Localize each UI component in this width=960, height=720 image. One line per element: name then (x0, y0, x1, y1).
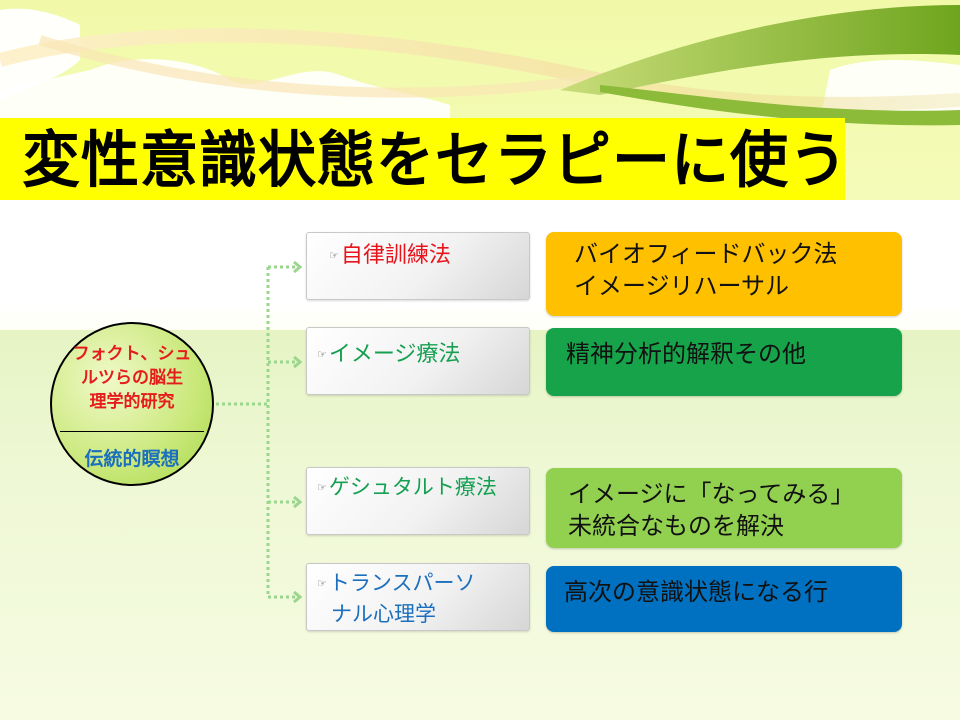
method-box-gestalt-therapy: ☞ゲシュタルト療法 (306, 467, 530, 535)
decorative-swoosh (0, 5, 960, 126)
description-line: 未統合なものを解決 (568, 512, 784, 540)
source-research-text: フォクト、シュ ルツらの脳生 理学的研究 (52, 342, 212, 414)
source-line-3: 理学的研究 (89, 392, 175, 412)
pointing-hand-icon: ☞ (317, 481, 327, 494)
description-box-higher-consciousness: 高次の意識状態になる行 (546, 566, 902, 632)
pointing-hand-icon: ☞ (317, 577, 327, 590)
description-line: バイオフィードバック法 (574, 240, 838, 268)
description-line: イメージリハーサル (574, 272, 790, 300)
method-box-transpersonal-psychology: ☞トランスパーソ ナル心理学 (306, 563, 530, 631)
source-circle: フォクト、シュ ルツらの脳生 理学的研究 伝統的瞑想 (50, 322, 214, 486)
circle-divider (60, 431, 204, 432)
method-label-line-1: トランスパーソ (328, 571, 476, 595)
pointing-hand-icon: ☞ (329, 249, 339, 262)
source-line-1: フォクト、シュ (72, 344, 192, 364)
method-label: 自律訓練法 (340, 243, 451, 268)
method-box-image-therapy: ☞イメージ療法 (306, 327, 530, 395)
slide-title: 変性意識状態をセラピーに使う (22, 124, 849, 196)
description-box-become-image: イメージに「なってみる」 未統合なものを解決 (546, 468, 902, 548)
method-label: ゲシュタルト療法 (328, 475, 497, 499)
description-line: イメージに「なってみる」 (568, 480, 855, 508)
method-box-autogenic-training: ☞自律訓練法 (306, 232, 530, 300)
description-line: 精神分析的解釈その他 (566, 340, 806, 368)
description-box-biofeedback: バイオフィードバック法 イメージリハーサル (546, 232, 902, 316)
source-meditation-text: 伝統的瞑想 (84, 448, 180, 470)
title-banner (0, 118, 845, 200)
description-line: 高次の意識状態になる行 (564, 578, 828, 606)
pointing-hand-icon: ☞ (317, 348, 327, 361)
method-label-line-2: ナル心理学 (331, 602, 436, 626)
source-line-2: ルツらの脳生 (81, 368, 183, 388)
description-box-psychoanalytic: 精神分析的解釈その他 (546, 328, 902, 396)
method-label: イメージ療法 (328, 342, 461, 367)
